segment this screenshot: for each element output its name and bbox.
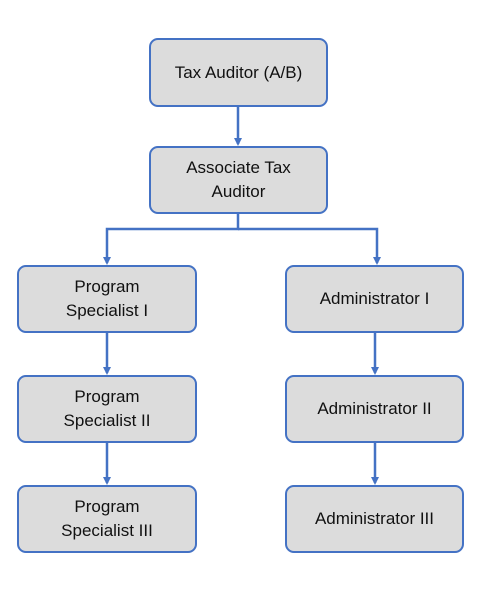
node-administrator-2: Administrator II [285,375,464,443]
node-label-line-2: Specialist I [65,301,149,320]
node-associate-tax-auditor: Associate Tax Auditor [149,146,328,214]
node-label-line-1: Associate Tax [186,158,291,177]
node-program-specialist-3: Program Specialist III [17,485,197,553]
node-program-specialist-1: Program Specialist I [17,265,197,333]
node-label: Administrator II [317,399,432,418]
node-label-line-2: Auditor [211,182,266,201]
node-label-line-1: Program [74,387,140,406]
node-label: Program Specialist II [64,385,151,433]
node-label: Administrator I [319,289,430,308]
connector-associate-branch [103,214,240,265]
node-label-line-2: Specialist III [61,521,153,540]
node-label: Program Specialist III [61,495,153,543]
node-label-line-1: Program [74,497,140,516]
node-tax-auditor: Tax Auditor (A/B) [149,38,328,107]
node-program-specialist-2: Program Specialist II [17,375,197,443]
node-label-line-1: Program [74,277,140,296]
node-label: Associate Tax Auditor [186,156,291,204]
node-administrator-3: Administrator III [285,485,464,553]
node-administrator-1: Administrator I [285,265,464,333]
connector-associate-branch-right [238,227,381,265]
node-label: Administrator III [314,509,435,528]
node-label: Tax Auditor (A/B) [174,62,303,82]
node-label-line-2: Specialist II [63,411,151,430]
node-label: Program Specialist I [66,275,148,323]
